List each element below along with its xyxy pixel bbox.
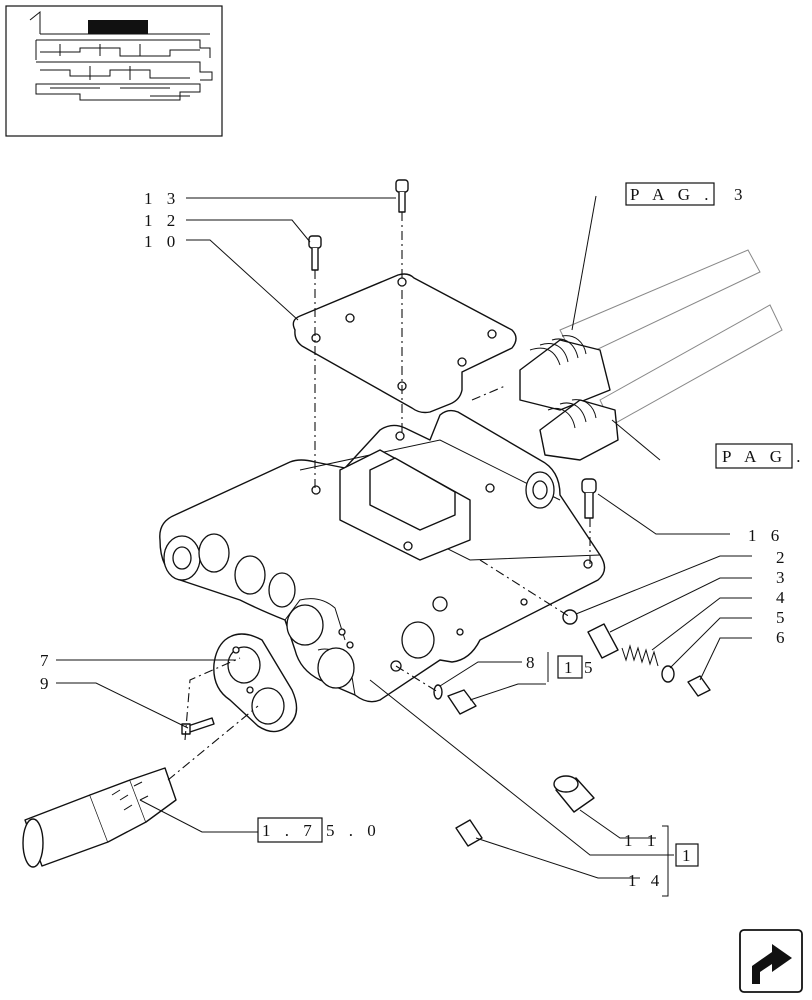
callout-16: 1 6 (748, 526, 784, 545)
callout-2: 2 (776, 548, 790, 567)
ref-15-tail: 5 (584, 658, 598, 677)
callout-labels: 1 3 1 2 1 0 P A G . 3 P A G . 1 6 2 3 4 … (40, 182, 806, 890)
washer-5 (661, 665, 675, 683)
gasket-7 (213, 633, 298, 733)
cover-plate-10 (292, 273, 517, 414)
assembly-lines (167, 212, 591, 781)
callout-12: 1 2 (144, 211, 180, 230)
plug-6 (687, 675, 711, 697)
ref-pag-lower-label: P A G . (722, 447, 806, 466)
ring-8 (433, 684, 443, 700)
ref-1-boxed: 1 (682, 846, 696, 865)
pag-3-box (625, 182, 715, 206)
bushing-11 (553, 775, 595, 813)
pin-2 (587, 623, 619, 659)
bolt-13 (395, 179, 409, 213)
plug-15 (447, 689, 477, 715)
ref-15-box (557, 655, 583, 679)
ref-175-boxed: 1 . 7 (262, 821, 317, 840)
leader-lines (56, 195, 752, 897)
ball-2 (562, 609, 578, 625)
ref-15-boxed: 1 (564, 658, 578, 677)
callout-3: 3 (776, 568, 790, 587)
ref-175-box (257, 817, 323, 843)
shift-shafts (519, 249, 783, 461)
pag-lower-box (715, 443, 793, 469)
valve-housing (159, 409, 606, 703)
spring-3 (621, 644, 659, 667)
solenoid-valve (22, 767, 177, 868)
bolt-12 (308, 235, 322, 271)
ref-pag-3-number: 3 (734, 185, 748, 204)
plug-14 (455, 819, 483, 847)
ref-pag-3-label: P A G . (630, 185, 714, 204)
callout-6: 6 (776, 628, 790, 647)
ref-1-box (675, 843, 699, 867)
callout-14: 1 4 (628, 871, 664, 890)
bolt-16 (581, 478, 597, 519)
callout-9: 9 (40, 674, 54, 693)
ref-175-tail: 5 . 0 (326, 821, 381, 840)
locator-thumbnail (5, 5, 223, 137)
callout-5: 5 (776, 608, 790, 627)
callout-4: 4 (776, 588, 790, 607)
callout-13: 1 3 (144, 189, 180, 208)
callout-8: 8 (526, 653, 540, 672)
callout-11: 1 1 (624, 831, 660, 850)
callout-10: 1 0 (144, 232, 180, 251)
callout-7: 7 (40, 651, 54, 670)
next-page-arrow-icon[interactable] (739, 929, 803, 993)
